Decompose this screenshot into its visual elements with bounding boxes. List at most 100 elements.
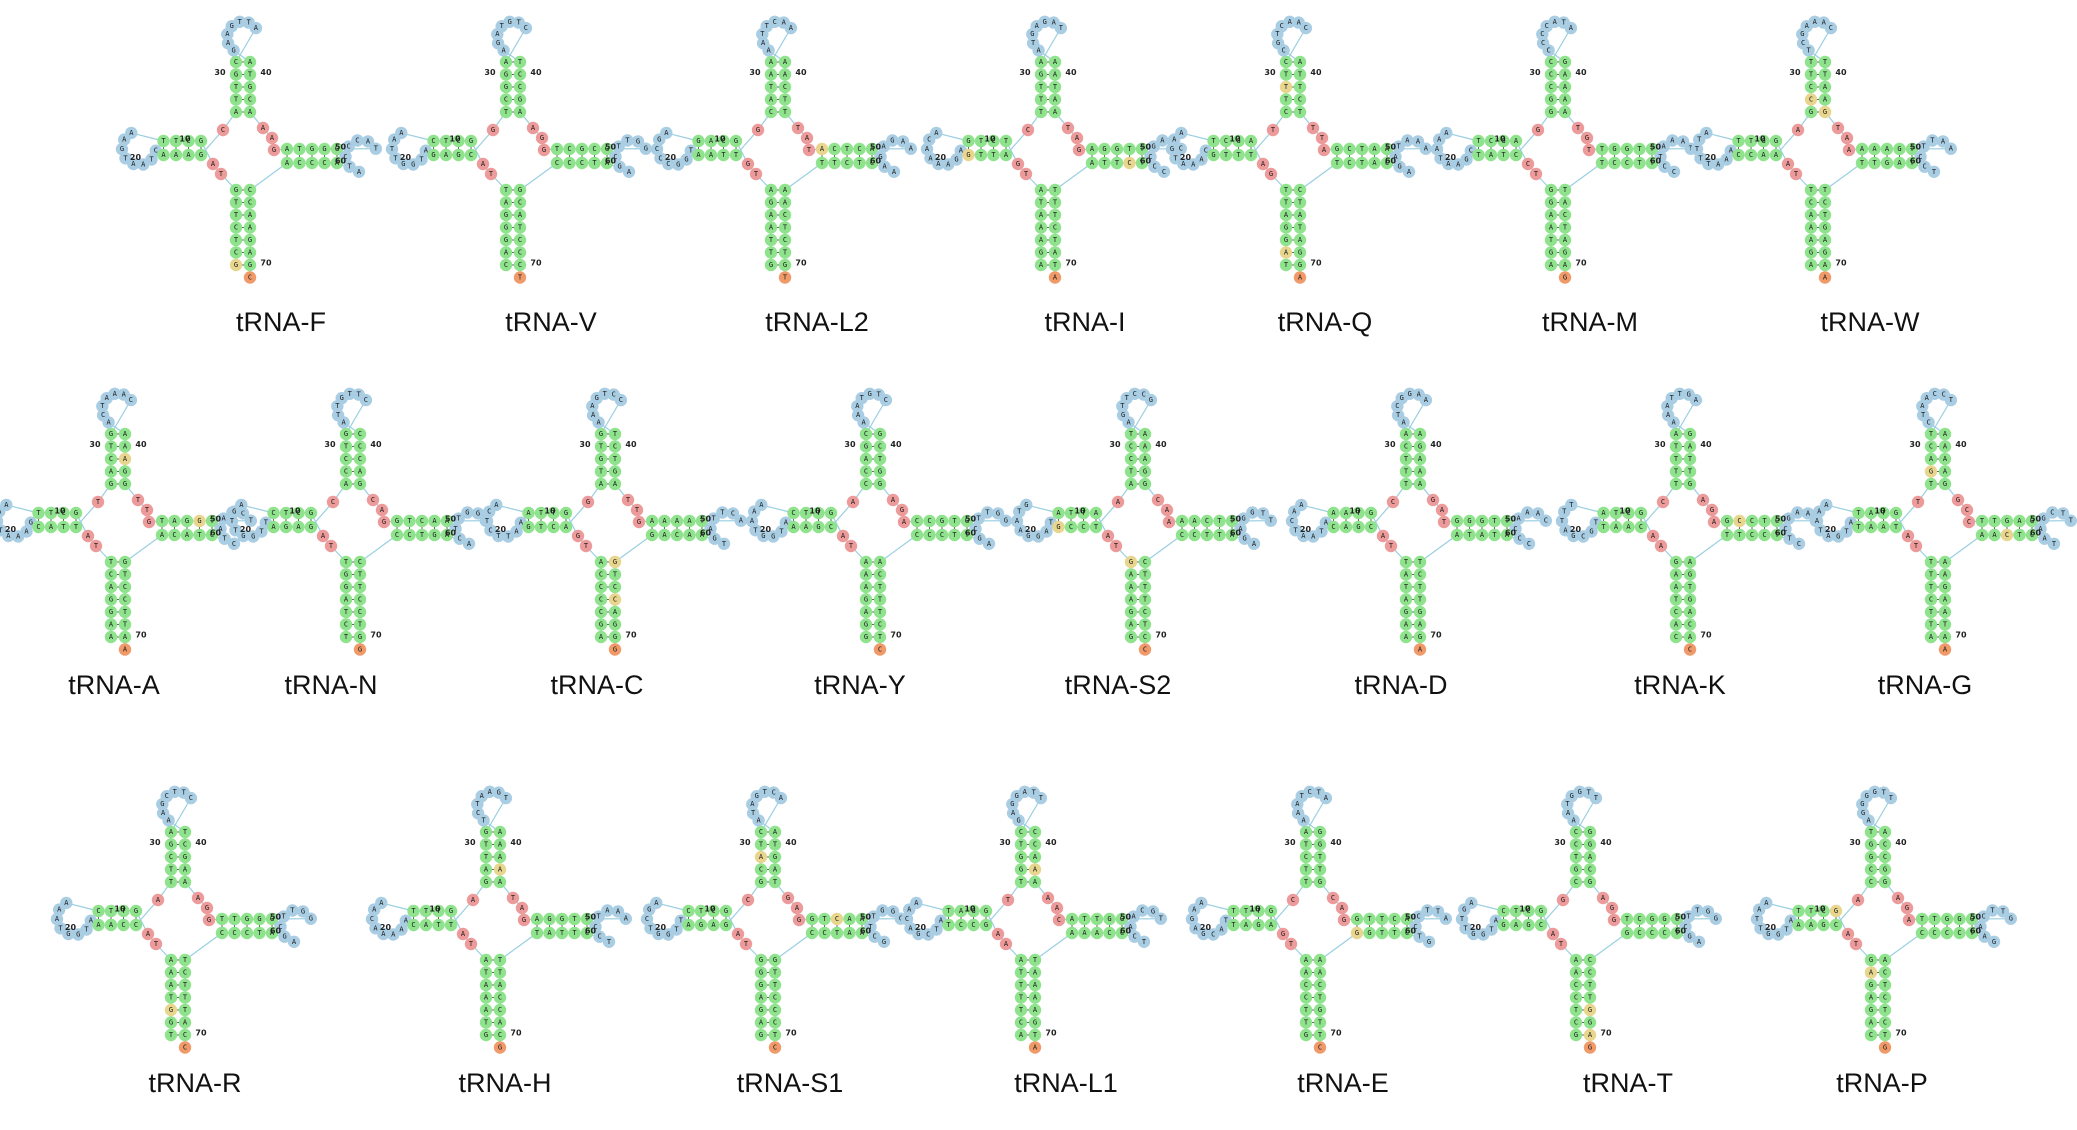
nucleotide: A bbox=[1029, 876, 1041, 888]
nucleotide: T bbox=[1049, 209, 1061, 221]
position-marker: 20 bbox=[1765, 923, 1777, 932]
nucleotide: T bbox=[1400, 465, 1412, 477]
nucleotide: A bbox=[82, 530, 94, 542]
nucleotide: T bbox=[165, 991, 177, 1003]
nucleotide: C bbox=[1123, 157, 1135, 169]
position-marker: 40 bbox=[135, 440, 147, 449]
nucleotide: T bbox=[507, 892, 519, 904]
backbone-line bbox=[520, 163, 557, 190]
nucleotide: T bbox=[769, 838, 781, 850]
nucleotide: A bbox=[765, 68, 777, 80]
position-marker: 20 bbox=[1300, 525, 1312, 534]
nucleotide: G bbox=[165, 1004, 177, 1016]
nucleotide: C bbox=[1414, 568, 1426, 580]
backbone-line bbox=[1885, 933, 1922, 960]
nucleotide: A bbox=[1257, 158, 1269, 170]
svg-text:G: G bbox=[109, 596, 113, 604]
nucleotide: C bbox=[1280, 106, 1292, 118]
svg-text:G: G bbox=[1612, 145, 1616, 153]
nucleotide: A bbox=[1939, 606, 1951, 618]
nucleotide: A bbox=[1670, 581, 1682, 593]
nucleotide: C bbox=[769, 1016, 781, 1028]
nucleotide: A bbox=[1842, 928, 1854, 940]
nucleotide: C bbox=[682, 905, 694, 917]
nucleotide: C bbox=[1015, 1016, 1027, 1028]
svg-text:C: C bbox=[36, 523, 40, 531]
nucleotide: A bbox=[1893, 157, 1905, 169]
svg-text:G: G bbox=[636, 137, 640, 145]
nucleotide: T bbox=[1670, 465, 1682, 477]
nucleotide: C bbox=[1523, 538, 1535, 550]
nucleotide: G bbox=[730, 135, 742, 147]
position-marker: 20 bbox=[1025, 525, 1037, 534]
position-marker: 70 bbox=[195, 1029, 207, 1038]
position-marker: 60 bbox=[585, 927, 597, 936]
nucleotide: C bbox=[293, 157, 305, 169]
nucleotide: A bbox=[857, 416, 869, 428]
nucleotide: A bbox=[1584, 851, 1596, 863]
nucleotide: C bbox=[514, 68, 526, 80]
nucleotide: G bbox=[755, 966, 767, 978]
nucleotide: G bbox=[1819, 106, 1831, 118]
nucleotide: A bbox=[1902, 530, 1914, 542]
nucleotide: A bbox=[102, 416, 114, 428]
position-marker: 50 bbox=[2030, 515, 2042, 524]
nucleotide: G bbox=[1584, 876, 1596, 888]
nucleotide: T bbox=[193, 529, 205, 541]
nucleotide: A bbox=[142, 928, 154, 940]
nucleotide: G bbox=[494, 1041, 506, 1053]
nucleotide: A bbox=[1852, 894, 1864, 906]
nucleotide: A bbox=[1485, 149, 1497, 161]
nucleotide: C bbox=[494, 991, 506, 1003]
nucleotide: T bbox=[1633, 143, 1645, 155]
nucleotide: G bbox=[1314, 838, 1326, 850]
nucleotide: A bbox=[983, 538, 995, 550]
nucleotide: T bbox=[2057, 507, 2069, 519]
svg-text:C: C bbox=[845, 159, 849, 167]
nucleotide: T bbox=[948, 515, 960, 527]
svg-text:G: G bbox=[431, 151, 435, 159]
nucleotide: G bbox=[1314, 1004, 1326, 1016]
nucleotide: T bbox=[403, 515, 415, 527]
svg-text:G: G bbox=[1563, 274, 1567, 282]
position-marker: 40 bbox=[530, 68, 542, 77]
nucleotide: C bbox=[1584, 954, 1596, 966]
nucleotide: A bbox=[1029, 979, 1041, 991]
nucleotide: A bbox=[1939, 428, 1951, 440]
nucleotide: C bbox=[1584, 966, 1596, 978]
nucleotide: A bbox=[1125, 618, 1137, 630]
nucleotide: C bbox=[609, 593, 621, 605]
nucleotide: C bbox=[514, 246, 526, 258]
position-marker: 50 bbox=[1650, 143, 1662, 152]
nucleotide: C bbox=[1928, 927, 1940, 939]
position-marker: 60 bbox=[1385, 157, 1397, 166]
svg-text:G: G bbox=[109, 430, 113, 438]
nucleotide: T bbox=[1267, 124, 1279, 136]
nucleotide: G bbox=[556, 913, 568, 925]
nucleotide: T bbox=[1029, 954, 1041, 966]
nucleotide: T bbox=[1207, 135, 1219, 147]
nucleotide: T bbox=[1123, 143, 1135, 155]
nucleotide: T bbox=[1356, 157, 1368, 169]
nucleotide: A bbox=[705, 149, 717, 161]
position-marker: 20 bbox=[1570, 525, 1582, 534]
nucleotide: T bbox=[1257, 507, 1269, 519]
nucleotide: A bbox=[1403, 166, 1415, 178]
svg-text:C: C bbox=[1549, 83, 1553, 91]
svg-text:C: C bbox=[221, 126, 225, 134]
backbone-line bbox=[1945, 535, 1982, 562]
nucleotide: T bbox=[1852, 521, 1864, 533]
nucleotide: T bbox=[1438, 516, 1450, 528]
nucleotide: G bbox=[860, 593, 872, 605]
nucleotide: A bbox=[1294, 56, 1306, 68]
nucleotide: A bbox=[105, 919, 117, 931]
nucleotide: T bbox=[1432, 905, 1444, 917]
nucleotide: G bbox=[1879, 1041, 1891, 1053]
nucleotide: G bbox=[1559, 246, 1571, 258]
